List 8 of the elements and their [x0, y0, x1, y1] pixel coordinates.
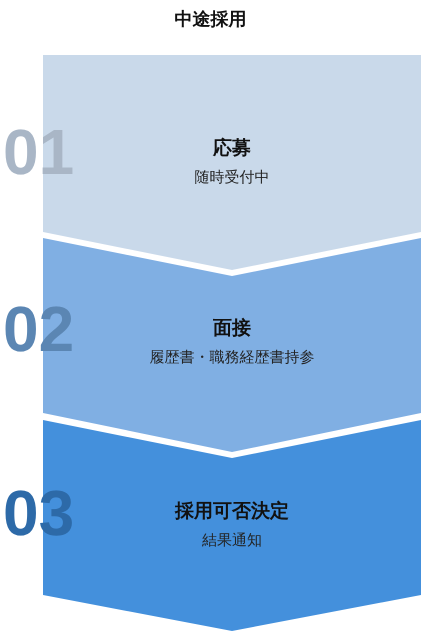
step-number: 01: [3, 120, 74, 184]
step-heading: 応募: [212, 136, 252, 161]
title: 中途採用: [174, 8, 248, 31]
step-description: 随時受付中: [194, 168, 270, 187]
step-heading: 採用可否決定: [174, 499, 290, 524]
step-description: 結果通知: [201, 531, 263, 550]
step-description: 履歴書・職務経歴書持参: [148, 348, 316, 367]
step-heading: 面接: [212, 316, 252, 341]
